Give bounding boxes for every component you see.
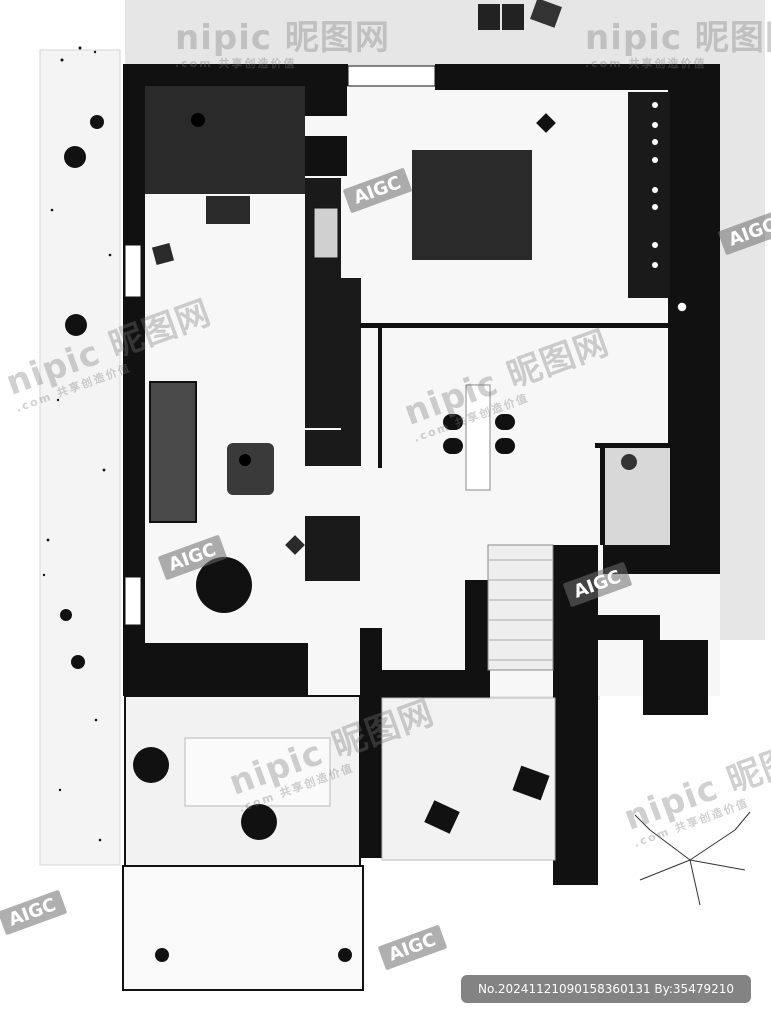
terrace: [122, 865, 364, 991]
partitions: [360, 323, 670, 545]
stair-treads: [488, 559, 553, 661]
storage-dot: [191, 113, 205, 127]
stairs: [487, 544, 554, 671]
storage-block: [145, 86, 305, 194]
island-block: [305, 430, 341, 466]
dining-chairs: [443, 414, 515, 454]
garden-strip: [39, 49, 121, 866]
tv-console: [206, 196, 250, 224]
bathroom: [605, 448, 670, 545]
outdoor-chair-2: [502, 4, 524, 30]
image-id-label: No.20241121090158360131 By:35479210: [461, 975, 751, 1003]
outdoor-chair-1: [478, 4, 500, 30]
garden-dots: [42, 46, 112, 842]
wardrobe: [628, 92, 670, 298]
desk-chair: [424, 800, 460, 834]
terrace-post-right: [338, 948, 352, 962]
windows: [124, 65, 436, 626]
bed: [412, 150, 532, 260]
armchair-left: [133, 747, 169, 783]
wardrobe-dots: [652, 102, 658, 268]
lounge-chair: [512, 765, 550, 801]
armchair-bottom: [241, 804, 277, 840]
marble-table: [184, 737, 331, 807]
dining-table: [465, 384, 491, 491]
tree-sketch: [634, 811, 751, 906]
wall-ring: [676, 301, 688, 313]
kitchen-counter-side: [341, 278, 361, 466]
sofa: [149, 381, 197, 523]
walls: [123, 64, 720, 885]
bar-counter: [305, 516, 360, 581]
outdoor-table: [530, 0, 562, 28]
coffee-table-dot: [239, 454, 251, 466]
bathroom-basin: [621, 454, 637, 470]
round-table: [196, 557, 252, 613]
small-stool: [285, 535, 305, 555]
side-chair: [151, 242, 175, 266]
sink: [313, 207, 339, 259]
terrace-post-left: [155, 948, 169, 962]
coffee-table: [227, 443, 274, 495]
